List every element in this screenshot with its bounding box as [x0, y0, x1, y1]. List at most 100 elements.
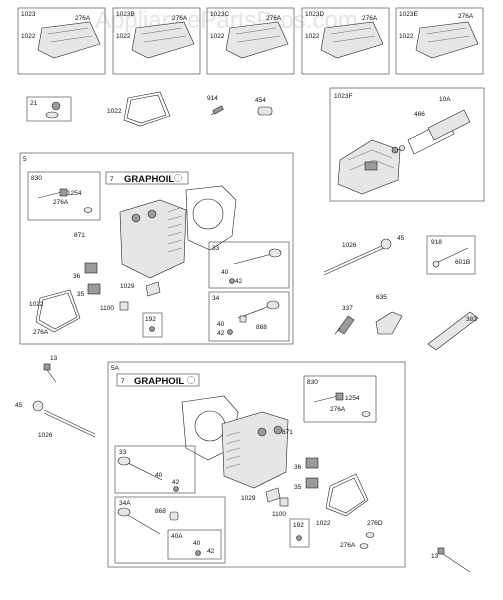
gasket-1022[interactable]: 1022	[107, 91, 171, 127]
part-830-box[interactable]: 830 1254 276A	[303, 375, 377, 423]
graphoil-label: GRAPHOIL	[134, 376, 184, 387]
label-45: 45	[397, 235, 405, 242]
label-7: 7	[110, 176, 114, 183]
part-830-box[interactable]: 830 1254 276A	[27, 171, 101, 221]
label-40: 40	[155, 472, 163, 479]
part-1100-lower[interactable]: 1100	[272, 497, 289, 518]
part-192-box[interactable]: 192	[289, 518, 310, 548]
part-35-lower[interactable]: 35	[294, 477, 319, 491]
label-830: 830	[31, 175, 42, 182]
valve-cover-kit-1023[interactable]: 1023 276A 1022	[17, 7, 106, 75]
label-35: 35	[294, 484, 302, 491]
label-1022: 1022	[316, 520, 331, 527]
label-830: 830	[307, 379, 318, 386]
part-21-box[interactable]: 21	[26, 96, 72, 122]
valve-box-33[interactable]: 33 40 42	[208, 241, 290, 289]
cylinder-head-assembly-5a[interactable]: 5A 7 GRAPHOIL 830 1254 276A 871 33	[107, 361, 406, 568]
bolt-13-lower[interactable]: 13	[431, 547, 471, 573]
label-35: 35	[77, 291, 85, 298]
label-1026: 1026	[38, 432, 53, 439]
label-36: 36	[73, 273, 81, 280]
label-1026: 1026	[342, 242, 357, 249]
part-36[interactable]: 36	[73, 262, 98, 280]
label-1022: 1022	[399, 33, 414, 40]
label-1022: 1022	[21, 33, 36, 40]
label-42: 42	[235, 278, 243, 285]
label-45: 45	[15, 402, 23, 409]
part-1029-lower[interactable]: 1029	[241, 487, 281, 503]
part-454[interactable]: 454	[255, 97, 273, 116]
label-1022: 1022	[107, 108, 122, 115]
spark-plug-337[interactable]: 337	[334, 305, 355, 335]
label-1023: 1023	[21, 11, 36, 18]
bolt-13[interactable]: 13	[43, 355, 58, 383]
push-rod-1026[interactable]: 1026	[323, 242, 387, 276]
valve-box-34a[interactable]: 34A 868 40A 40 42	[114, 496, 226, 564]
part-1100[interactable]: 1100	[100, 301, 129, 312]
label-466: 466	[414, 111, 425, 118]
label-1022: 1022	[29, 301, 44, 308]
label-383: 383	[466, 316, 477, 323]
label-40: 40	[193, 540, 201, 547]
label-5a: 5A	[111, 365, 120, 372]
label-7: 7	[121, 378, 125, 385]
label-40: 40	[221, 269, 229, 276]
valve-cover-kit-1023f[interactable]: 1023F 466 10A	[329, 87, 485, 202]
label-276a: 276A	[172, 15, 188, 22]
part-914[interactable]: 914	[207, 95, 224, 116]
label-34: 34	[212, 295, 220, 302]
label-1023c: 1023C	[210, 11, 229, 18]
label-5: 5	[23, 156, 27, 163]
label-36: 36	[294, 464, 302, 471]
cylinder-head-assembly-5[interactable]: 5 7 GRAPHOIL 830 1254 276A 871 36	[19, 152, 294, 345]
valve-cover-kit-1023b[interactable]: 1023B 276A 1022	[112, 7, 201, 75]
label-42: 42	[217, 330, 225, 337]
label-918: 918	[431, 239, 442, 246]
part-35[interactable]: 35	[77, 283, 101, 298]
push-rod-1026-lower[interactable]: 1026	[38, 409, 96, 439]
graphoil-gasket-set-7[interactable]: 7 GRAPHOIL	[105, 171, 189, 185]
valve-box-33[interactable]: 33 40 42	[114, 445, 196, 494]
label-276a: 276A	[75, 15, 91, 22]
valve-box-40a[interactable]: 40A 40 42	[167, 529, 222, 560]
label-635: 635	[376, 294, 387, 301]
valve-cover-kit-1023c[interactable]: 1023C 276A 1022	[206, 7, 295, 75]
gasket-1022-lower[interactable]: 1022 276D 276A	[316, 473, 383, 549]
part-1029[interactable]: 1029	[120, 281, 161, 297]
label-1254: 1254	[67, 190, 82, 197]
valve-cover-kit-1023d[interactable]: 1023D 276A 1022	[301, 7, 390, 75]
part-192-box[interactable]: 192	[142, 312, 163, 338]
part-36-lower[interactable]: 36	[294, 457, 319, 471]
part-45[interactable]: 45	[380, 235, 405, 250]
valve-box-34[interactable]: 34 40 42 868	[208, 291, 290, 342]
label-1100: 1100	[272, 511, 286, 518]
label-13: 13	[50, 355, 58, 362]
label-1254: 1254	[345, 395, 360, 402]
valve-cover-kit-1023e[interactable]: 1023E 276A 1022	[395, 7, 484, 75]
label-1100: 1100	[100, 305, 114, 312]
label-40: 40	[217, 321, 225, 328]
label-34a: 34A	[119, 500, 131, 507]
gasket-1022[interactable]: 1022 276A	[29, 289, 81, 336]
label-276a: 276A	[330, 406, 346, 413]
label-1022: 1022	[210, 33, 225, 40]
label-276a: 276A	[53, 199, 69, 206]
spark-plug-boot-635[interactable]: 635	[375, 294, 403, 335]
part-918-box[interactable]: 918 601B	[426, 235, 476, 275]
label-276a: 276A	[33, 329, 49, 336]
graphoil-label: GRAPHOIL	[124, 174, 174, 185]
shield-383[interactable]: 383	[427, 311, 479, 351]
part-45-lower[interactable]: 45	[15, 400, 44, 412]
graphoil-gasket-set-7[interactable]: 7 GRAPHOIL	[116, 373, 200, 387]
label-868: 868	[155, 508, 166, 515]
label-192: 192	[293, 522, 304, 529]
label-13: 13	[431, 553, 439, 560]
label-276d: 276D	[367, 520, 383, 527]
label-1023e: 1023E	[399, 11, 418, 18]
label-1022: 1022	[305, 33, 320, 40]
label-871: 871	[74, 232, 85, 239]
label-914: 914	[207, 95, 218, 102]
label-10a: 10A	[439, 96, 451, 103]
label-40a: 40A	[171, 533, 183, 540]
